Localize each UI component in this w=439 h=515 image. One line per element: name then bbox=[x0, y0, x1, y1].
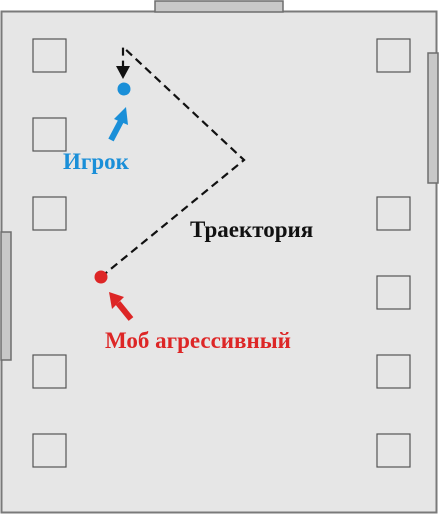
pillar bbox=[32, 117, 67, 152]
pillar bbox=[32, 196, 67, 231]
pillar bbox=[32, 433, 67, 468]
pillar bbox=[376, 354, 411, 389]
player-marker bbox=[117, 82, 131, 96]
door-top bbox=[154, 0, 284, 13]
trajectory-label: Траектория bbox=[190, 217, 313, 242]
pillar bbox=[376, 38, 411, 73]
door-left bbox=[0, 231, 12, 361]
door-right bbox=[427, 52, 439, 184]
trajectory-path bbox=[100, 44, 246, 278]
mob-label: Моб агрессивный bbox=[105, 328, 291, 353]
player-pointer-arrow bbox=[108, 107, 128, 142]
mob-pointer-arrow bbox=[109, 292, 134, 321]
pillar bbox=[32, 38, 67, 73]
pillar bbox=[376, 196, 411, 231]
trajectory-arrowhead bbox=[116, 66, 130, 79]
pillar bbox=[376, 275, 411, 310]
player-label: Игрок bbox=[63, 149, 130, 174]
pillar bbox=[32, 354, 67, 389]
pillar bbox=[376, 433, 411, 468]
mob-marker bbox=[94, 270, 108, 284]
room-floor bbox=[0, 10, 438, 514]
